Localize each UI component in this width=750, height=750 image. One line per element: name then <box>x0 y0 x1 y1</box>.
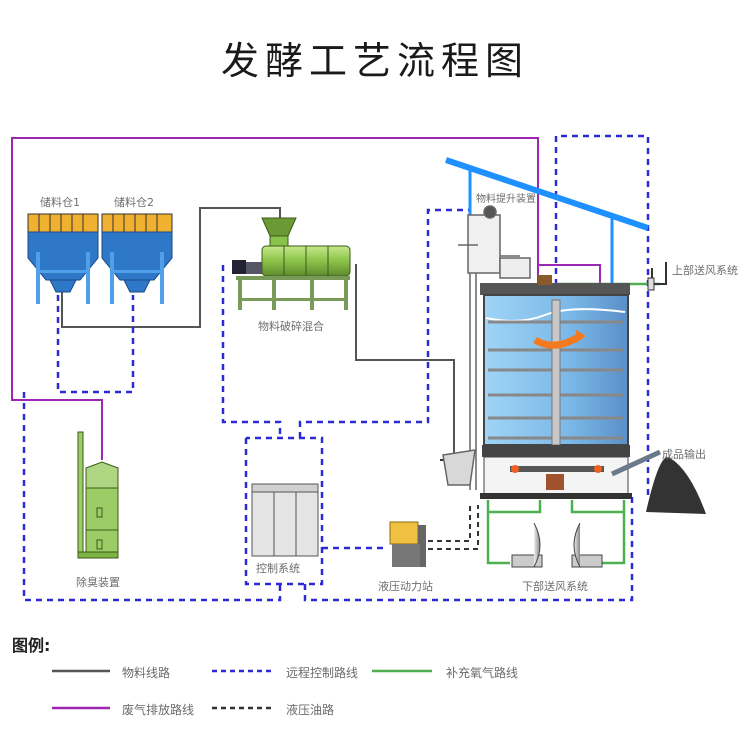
oxygen-line-lower-right2 <box>570 500 624 514</box>
label-product-output: 成品输出 <box>662 448 706 461</box>
legend-title: 图例: <box>12 636 51 655</box>
label-hoist: 物料提升装置 <box>476 194 536 205</box>
upper-air-blower[interactable] <box>647 262 667 291</box>
label-crusher-mixer: 物料破碎混合 <box>258 320 324 333</box>
silo-1[interactable] <box>27 213 99 304</box>
oxygen-line-lower-left <box>486 500 510 565</box>
lower-air-blower-left[interactable] <box>511 522 543 568</box>
control-line-left-loop <box>22 392 282 602</box>
label-silo-1: 储料仓1 <box>40 196 80 209</box>
control-line-top <box>554 134 650 495</box>
oxygen-line-lower-right <box>600 500 626 565</box>
legend-label-control: 远程控制路线 <box>286 666 359 680</box>
legend-label-exhaust: 废气排放路线 <box>122 703 195 717</box>
page-title: 发酵工艺流程图 <box>220 39 529 83</box>
exhaust-line-main <box>11 137 539 460</box>
legend-label-hydraulic: 液压油路 <box>286 703 335 717</box>
material-lines <box>61 207 455 455</box>
label-upper-air: 上部送风系统 <box>672 264 738 277</box>
lower-air-blower-right[interactable] <box>571 522 603 568</box>
legend-label-material: 物料线路 <box>122 666 171 680</box>
control-line-ctrl-box <box>244 436 324 586</box>
crusher-mixer[interactable] <box>232 217 351 310</box>
deodorizer[interactable] <box>77 431 119 559</box>
control-line-bottom <box>303 495 634 602</box>
fermentation-tank[interactable] <box>480 275 632 499</box>
material-line-mixer <box>355 264 455 455</box>
shed-roof <box>445 157 649 296</box>
control-line-to-hoist <box>298 208 470 438</box>
control-cabinets[interactable] <box>251 483 319 557</box>
hydraulic-line-2 <box>428 505 479 550</box>
silo-2[interactable] <box>101 213 173 304</box>
oxygen-line-lower-left2 <box>488 500 542 514</box>
control-lines <box>22 134 650 602</box>
label-hydraulic-station: 液压动力站 <box>378 580 433 593</box>
label-silo-2: 储料仓2 <box>114 196 154 209</box>
hydraulic-line-1 <box>428 505 471 542</box>
legend-label-oxygen: 补充氧气路线 <box>446 666 519 680</box>
label-lower-air: 下部送风系统 <box>522 580 588 593</box>
label-control-system: 控制系统 <box>256 562 300 575</box>
control-line-silos <box>56 295 135 394</box>
label-deodorizer: 除臭装置 <box>76 576 120 589</box>
material-hoist[interactable] <box>442 205 531 490</box>
product-output[interactable] <box>610 449 706 514</box>
hydraulic-station[interactable] <box>389 521 426 567</box>
material-line-silos <box>61 207 281 328</box>
control-line-mixer <box>221 265 282 438</box>
legend-swatches <box>52 669 432 710</box>
